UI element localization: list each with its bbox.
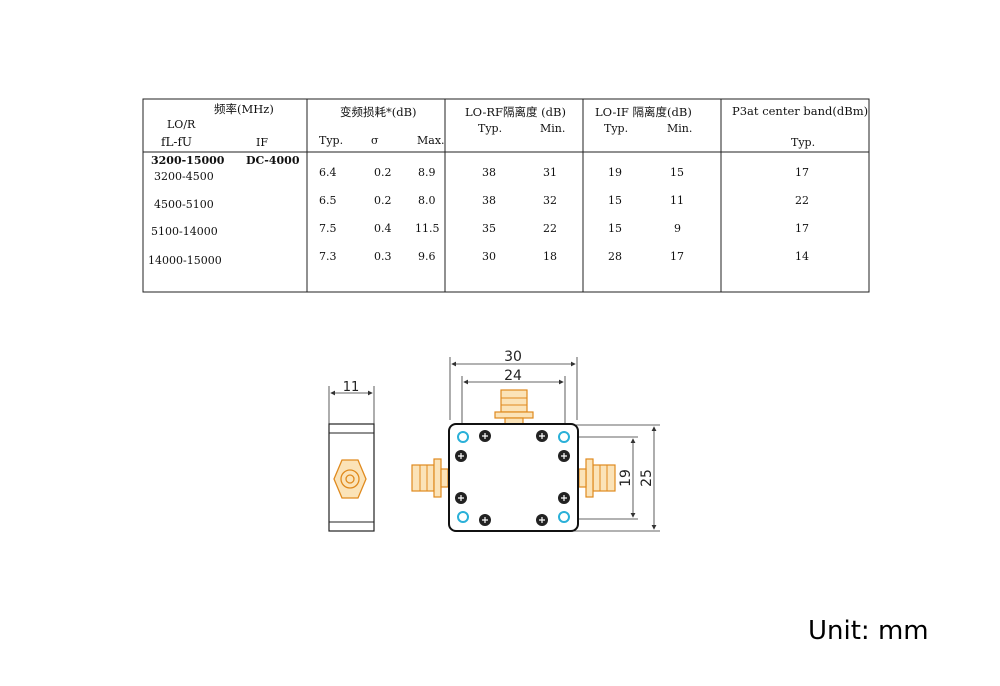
range-lo: 3200-15000 bbox=[151, 154, 225, 167]
cl-max-cell: 9.6 bbox=[418, 250, 436, 263]
outer-height-dim: 25 bbox=[639, 469, 655, 487]
side-width-dim: 11 bbox=[343, 380, 360, 395]
right-dimensions: 19 25 bbox=[568, 424, 660, 532]
side-sma-ring-icon bbox=[340, 469, 360, 489]
conv-typ-label: Typ. bbox=[319, 134, 344, 147]
band-cell: 3200-4500 bbox=[154, 170, 214, 183]
p3-cell: 17 bbox=[795, 166, 809, 179]
p3-typ-label: Typ. bbox=[791, 136, 816, 149]
screws bbox=[455, 430, 570, 526]
loif-typ-cell: 15 bbox=[608, 222, 622, 235]
lorf-typ-label: Typ. bbox=[478, 122, 503, 135]
side-view: 11 bbox=[328, 380, 375, 532]
screw-icon bbox=[455, 492, 467, 504]
table-grid bbox=[142, 98, 870, 293]
mechanical-drawing: 11 30 24 19 25 bbox=[328, 349, 660, 532]
lorf-min-cell: 31 bbox=[543, 166, 557, 179]
conv-loss-header: 变频损耗*(dB) bbox=[340, 105, 417, 119]
lorf-min-label: Min. bbox=[540, 122, 566, 135]
conv-max-label: Max. bbox=[417, 134, 445, 147]
p3-cell: 22 bbox=[795, 194, 809, 207]
screw-icon bbox=[558, 492, 570, 504]
loif-typ-label: Typ. bbox=[604, 122, 629, 135]
screw-icon bbox=[455, 450, 467, 462]
lorf-min-cell: 32 bbox=[543, 194, 557, 207]
left-sma-connector-icon bbox=[411, 458, 449, 498]
screw-icon bbox=[479, 430, 491, 442]
conv-sigma-label: σ bbox=[371, 134, 379, 147]
freq-header: 频率(MHz) bbox=[214, 102, 274, 116]
loif-typ-cell: 28 bbox=[608, 250, 622, 263]
mounting-hole-icon bbox=[558, 511, 570, 523]
band-cell: 14000-15000 bbox=[148, 254, 222, 267]
loif-header: LO-IF 隔离度(dB) bbox=[595, 105, 692, 119]
top-sma-connector-icon bbox=[494, 389, 534, 425]
cl-max-cell: 8.9 bbox=[418, 166, 436, 179]
screw-icon bbox=[536, 514, 548, 526]
p3-cell: 17 bbox=[795, 222, 809, 235]
band-cell: 5100-14000 bbox=[151, 225, 218, 238]
outer-width-dim: 30 bbox=[504, 349, 522, 365]
loif-typ-cell: 19 bbox=[608, 166, 622, 179]
screw-icon bbox=[536, 430, 548, 442]
lorf-header: LO-RF隔离度 (dB) bbox=[465, 105, 566, 119]
cl-sigma-cell: 0.4 bbox=[374, 222, 392, 235]
p3-header: P3at center band(dBm) bbox=[732, 104, 869, 118]
cl-typ-cell: 7.3 bbox=[319, 250, 337, 263]
cl-typ-cell: 6.5 bbox=[319, 194, 337, 207]
cl-sigma-cell: 0.2 bbox=[374, 166, 392, 179]
cl-max-cell: 8.0 bbox=[418, 194, 436, 207]
lorf-min-cell: 22 bbox=[543, 222, 557, 235]
side-sma-hex-icon bbox=[333, 459, 367, 499]
cl-typ-cell: 7.5 bbox=[319, 222, 337, 235]
loif-min-label: Min. bbox=[667, 122, 693, 135]
cl-typ-cell: 6.4 bbox=[319, 166, 337, 179]
lorf-min-cell: 18 bbox=[543, 250, 557, 263]
right-sma-connector-icon bbox=[578, 458, 616, 498]
cl-max-cell: 11.5 bbox=[415, 222, 440, 235]
side-sma-pin-icon bbox=[345, 474, 355, 484]
top-dimensions: 30 24 bbox=[449, 349, 578, 432]
unit-label: Unit: mm bbox=[808, 616, 929, 646]
lorf-typ-cell: 38 bbox=[482, 194, 496, 207]
loif-min-cell: 15 bbox=[670, 166, 684, 179]
loif-min-cell: 11 bbox=[670, 194, 684, 207]
screw-icon bbox=[479, 514, 491, 526]
band-cell: 4500-5100 bbox=[154, 198, 214, 211]
lorf-typ-cell: 38 bbox=[482, 166, 496, 179]
cl-sigma-cell: 0.2 bbox=[374, 194, 392, 207]
module-body bbox=[448, 423, 579, 532]
p3-cell: 14 bbox=[795, 250, 809, 263]
screw-icon bbox=[558, 450, 570, 462]
lorf-typ-cell: 35 bbox=[482, 222, 496, 235]
loif-typ-cell: 15 bbox=[608, 194, 622, 207]
mounting-holes bbox=[457, 431, 570, 523]
mounting-hole-icon bbox=[558, 431, 570, 443]
fl-fu-label: fL-fU bbox=[161, 135, 193, 149]
inner-height-dim: 19 bbox=[618, 469, 634, 487]
mounting-hole-icon bbox=[457, 431, 469, 443]
lo-r-label: LO/R bbox=[167, 118, 196, 131]
if-label: IF bbox=[256, 136, 268, 149]
loif-min-cell: 17 bbox=[670, 250, 684, 263]
inner-width-dim: 24 bbox=[504, 368, 522, 384]
loif-min-cell: 9 bbox=[674, 222, 681, 235]
lorf-typ-cell: 30 bbox=[482, 250, 496, 263]
mounting-hole-icon bbox=[457, 511, 469, 523]
range-if: DC-4000 bbox=[246, 154, 300, 167]
cl-sigma-cell: 0.3 bbox=[374, 250, 392, 263]
